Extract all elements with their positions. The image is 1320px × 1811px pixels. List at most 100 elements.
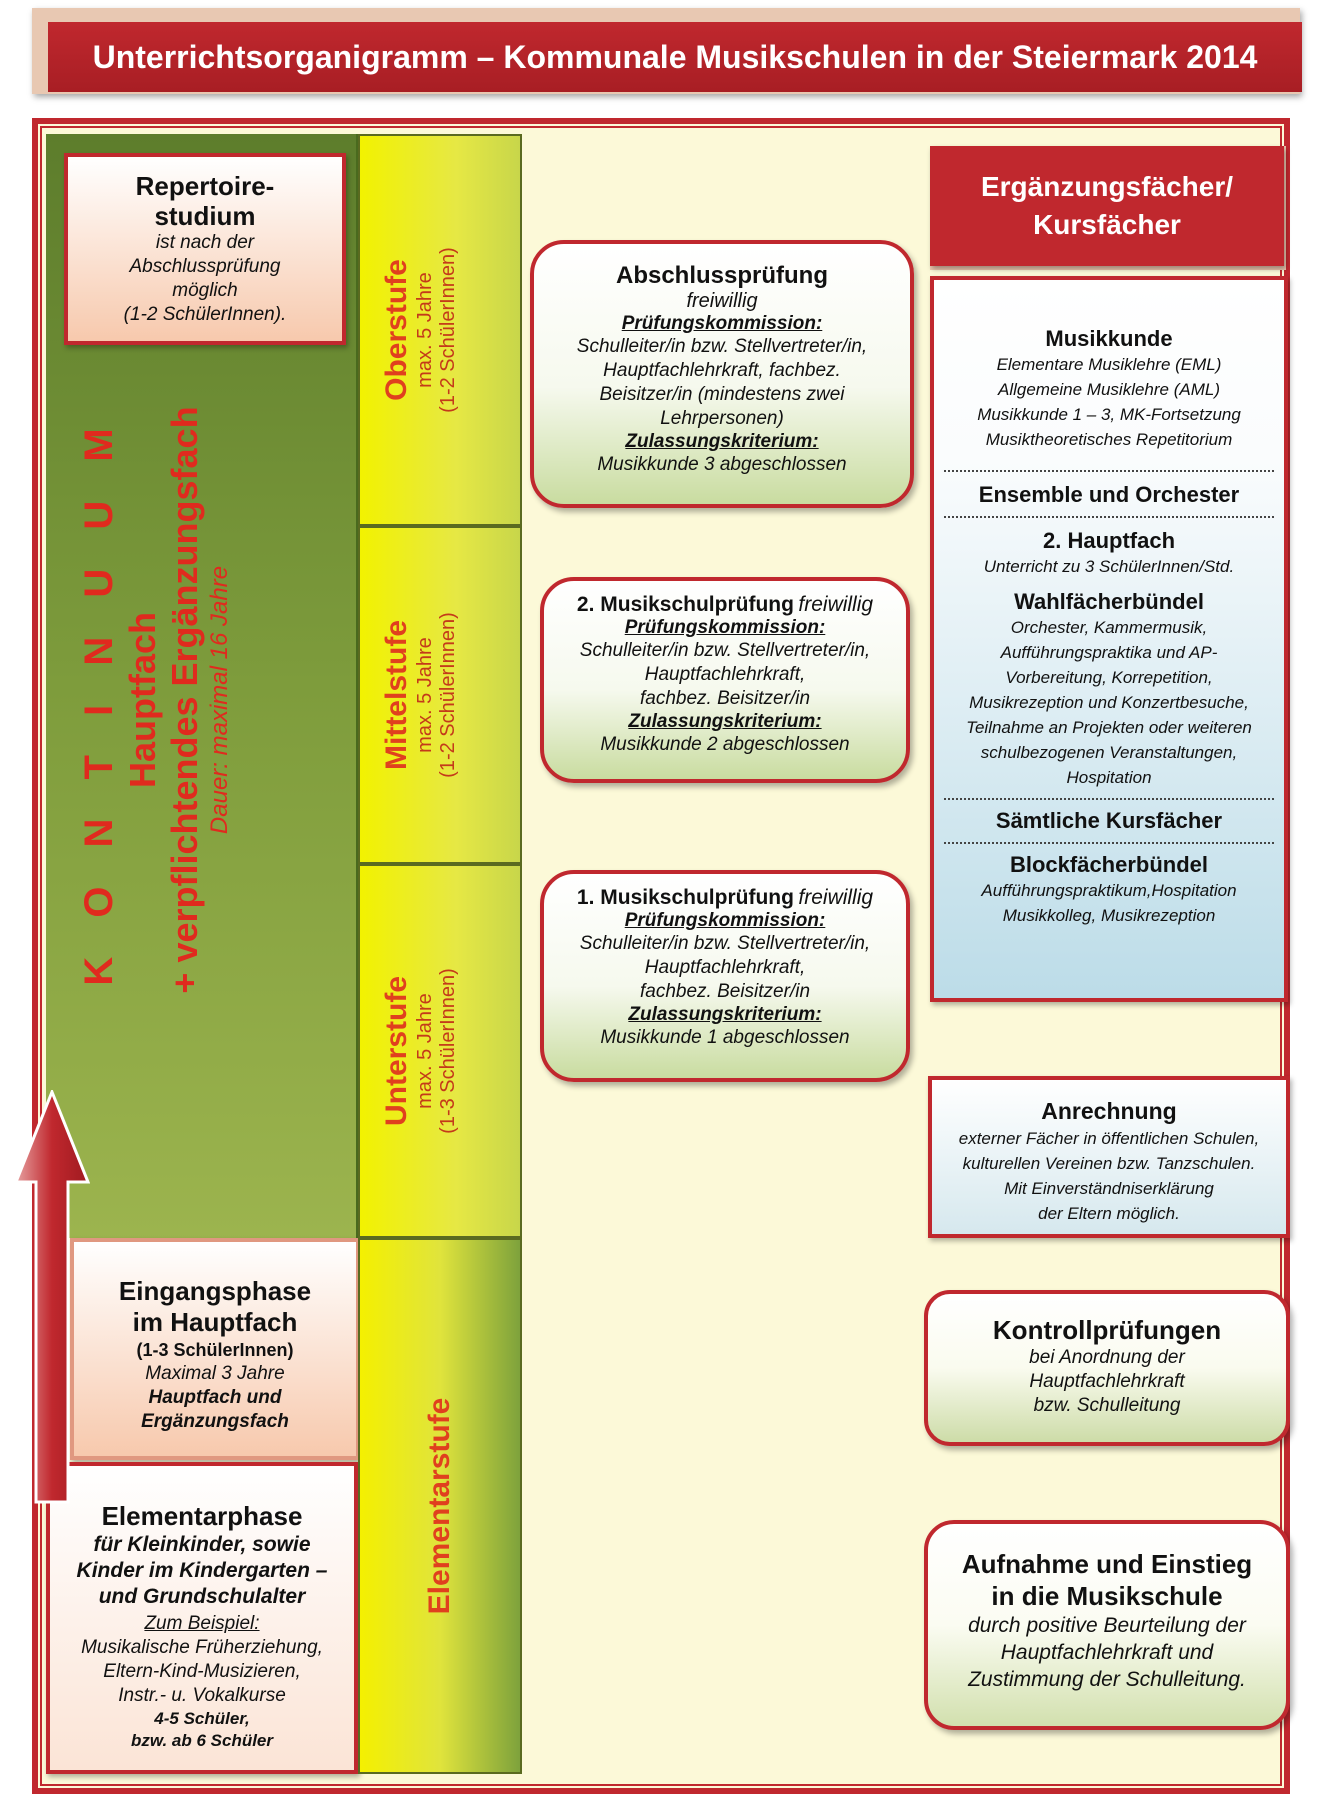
eingangsphase-box: Eingangsphase im Hauptfach (1-3 SchülerI… — [70, 1238, 360, 1460]
exam-commission: Lehrpersonen) — [660, 408, 784, 429]
elementarphase-size: 4-5 Schüler, — [154, 1709, 250, 1728]
anrechnung-text: kulturellen Vereinen bzw. Tanzschulen. — [962, 1154, 1256, 1173]
ergaenzung-musikkunde-item: Allgemeine Musiklehre (AML) — [997, 380, 1221, 399]
ergaenzung-header: Ergänzungsfächer/ Kursfächer — [930, 146, 1284, 266]
ergaenzung-wahl-item: Hospitation — [1066, 768, 1152, 787]
exam-commission: fachbez. Beisitzer/in — [639, 688, 811, 709]
anrechnung-box: Anrechnung externer Fächer in öffentlich… — [928, 1076, 1290, 1238]
progress-arrow-icon — [14, 1090, 90, 1504]
exam-commission: Schulleiter/in bzw. Stellvertreter/in, — [576, 336, 868, 357]
stufe-size: (1-2 SchülerInnen) — [437, 612, 459, 778]
ergaenzung-ensemble-title: Ensemble und Orchester — [978, 482, 1240, 507]
stufe-name: Mittelstufe — [380, 620, 413, 770]
stufe-duration: max. 5 Jahre — [414, 272, 436, 388]
kontrollpruefungen-text: bei Anordnung der — [1029, 1347, 1185, 1368]
elementarphase-title: Elementarphase — [101, 1501, 303, 1531]
ergaenzung-musikkunde-title: Musikkunde — [1045, 326, 1173, 351]
stufe-name: Oberstufe — [380, 259, 413, 401]
kontrollpruefungen-box: Kontrollprüfungen bei Anordnung der Haup… — [924, 1290, 1290, 1446]
stufe-size: (1-3 SchülerInnen) — [437, 968, 459, 1134]
aufnahme-text: Zustimmung der Schulleitung. — [968, 1668, 1246, 1691]
exam-criteria: Musikkunde 1 abgeschlossen — [600, 1027, 850, 1048]
elementarphase-size: bzw. ab 6 Schüler — [130, 1731, 274, 1750]
ergaenzung-wahl-item: Orchester, Kammermusik, — [1010, 618, 1208, 637]
exam-subtitle: freiwillig — [686, 290, 758, 312]
elementarphase-example: Musikalische Früherziehung, — [81, 1637, 323, 1658]
exam-commission: fachbez. Beisitzer/in — [639, 981, 811, 1002]
ergaenzung-wahl-title: Wahlfächerbündel — [1014, 589, 1204, 614]
ergaenzung-wahl-item: schulbezogenen Veranstaltungen, — [980, 743, 1238, 762]
exam-abschlusspruefung: Abschlussprüfung freiwillig Prüfungskomm… — [530, 240, 914, 508]
aufnahme-box: Aufnahme und Einstieg in die Musikschule… — [924, 1520, 1290, 1730]
elementarphase-target: Kinder im Kindergarten – — [76, 1559, 328, 1582]
exam-criteria: Musikkunde 2 abgeschlossen — [600, 734, 850, 755]
kontrollpruefungen-title: Kontrollprüfungen — [992, 1315, 1222, 1345]
exam-criteria: Musikkunde 3 abgeschlossen — [597, 454, 847, 475]
repertoire-text: (1-2 SchülerInnen). — [123, 304, 287, 325]
exam-erste-musikschulpruefung: 1. Musikschulprüfung freiwillig Prüfungs… — [540, 870, 910, 1082]
exam-commission: Schulleiter/in bzw. Stellvertreter/in, — [579, 933, 871, 954]
aufnahme-title-1: Aufnahme und Einstieg — [961, 1549, 1253, 1579]
exam-subtitle: freiwillig — [798, 886, 874, 909]
ergaenzung-list: Musikkunde Elementare Musiklehre (EML) A… — [930, 276, 1288, 1002]
ergaenzung-wahl-item: Musikrezeption und Konzertbesuche, — [969, 693, 1249, 712]
stufe-size: (1-2 SchülerInnen) — [437, 247, 459, 413]
exam-commission: Schulleiter/in bzw. Stellvertreter/in, — [579, 640, 871, 661]
stufe-unterstufe: Unterstufe max. 5 Jahre (1-3 SchülerInne… — [358, 864, 522, 1238]
elementarphase-box: Elementarphase für Kleinkinder, sowie Ki… — [46, 1462, 358, 1774]
ergaenzung-wahl-item: Vorbereitung, Korrepetition, — [1005, 668, 1213, 687]
eingangsphase-title-2: im Hauptfach — [132, 1307, 298, 1337]
stufe-duration: max. 5 Jahre — [414, 637, 436, 753]
repertoire-title-1: Repertoire- — [135, 171, 275, 201]
exam-criteria-heading: Zulassungskriterium: — [625, 431, 819, 452]
ergaenzung-separator — [944, 516, 1274, 518]
ergaenzung-separator — [944, 798, 1274, 800]
ergaenzung-hauptfach2-title: 2. Hauptfach — [1042, 528, 1176, 553]
eingangsphase-subjects: Hauptfach und — [148, 1387, 282, 1408]
continuum-duration: Dauer: maximal 16 Jahre — [206, 565, 233, 835]
stufe-name: Unterstufe — [380, 976, 413, 1127]
exam-criteria-heading: Zulassungskriterium: — [628, 1004, 822, 1025]
ergaenzung-block-item: Musikkolleg, Musikrezeption — [1002, 906, 1216, 925]
ergaenzung-separator — [944, 842, 1274, 844]
ergaenzung-separator — [944, 470, 1274, 472]
aufnahme-title-2: in die Musikschule — [991, 1581, 1223, 1611]
eingangsphase-count: (1-3 SchülerInnen) — [136, 1340, 294, 1360]
repertoire-text: möglich — [172, 280, 238, 301]
exam-commission-heading: Prüfungskommission: — [624, 617, 826, 638]
continuum-label: K O N T I N U U M Hauptfach + verpflicht… — [77, 250, 327, 1150]
eingangsphase-duration: Maximal 3 Jahre — [145, 1363, 285, 1384]
exam-title: Abschlussprüfung — [615, 262, 828, 289]
aufnahme-text: durch positive Beurteilung der — [968, 1614, 1246, 1637]
elementarphase-example: Instr.- u. Vokalkurse — [118, 1685, 286, 1706]
elementarphase-example-heading: Zum Beispiel: — [144, 1613, 260, 1634]
exam-commission: Hauptfachlehrkraft, — [644, 957, 806, 978]
exam-commission-heading: Prüfungskommission: — [624, 910, 826, 931]
anrechnung-text: Mit Einverständniserklärung — [1004, 1179, 1214, 1198]
ergaenzung-musikkunde-item: Musiktheoretisches Repetitorium — [985, 430, 1233, 449]
exam-title: 1. Musikschulprüfung — [576, 886, 794, 909]
ergaenzung-hauptfach2-text: Unterricht zu 3 SchülerInnen/Std. — [983, 557, 1235, 576]
elementarphase-target: für Kleinkinder, sowie — [93, 1533, 311, 1556]
elementarphase-example: Eltern-Kind-Musizieren, — [103, 1661, 301, 1682]
exam-commission: Hauptfachlehrkraft, fachbez. — [603, 360, 841, 381]
exam-criteria-heading: Zulassungskriterium: — [628, 711, 822, 732]
ergaenzung-musikkunde-item: Elementare Musiklehre (EML) — [996, 355, 1222, 374]
ergaenzung-block-item: Aufführungspraktikum,Hospitation — [981, 881, 1237, 900]
elementarphase-target: und Grundschulalter — [98, 1585, 306, 1608]
stufe-elementarstufe: Elementarstufe — [358, 1238, 522, 1774]
kontrollpruefungen-text: Hauptfachlehrkraft — [1029, 1371, 1185, 1392]
stufe-name: Elementarstufe — [423, 1397, 456, 1615]
ergaenzung-kurs-title: Sämtliche Kursfächer — [995, 808, 1223, 833]
exam-commission: Beisitzer/in (mindestens zwei — [599, 384, 845, 405]
repertoire-title-2: studium — [154, 201, 256, 231]
eingangsphase-title-1: Eingangsphase — [118, 1276, 312, 1306]
exam-title: 2. Musikschulprüfung — [576, 593, 794, 616]
exam-commission-heading: Prüfungskommission: — [621, 313, 823, 334]
ergaenzung-wahl-item: Aufführungspraktika und AP- — [1000, 643, 1218, 662]
ergaenzung-header-line: Kursfächer — [1033, 209, 1181, 240]
stufe-oberstufe: Oberstufe max. 5 Jahre (1-2 SchülerInnen… — [358, 134, 522, 526]
kontrollpruefungen-text: bzw. Schulleitung — [1033, 1395, 1181, 1416]
ergaenzung-wahl-item: Teilnahme an Projekten oder weiteren — [966, 718, 1252, 737]
repertoire-box: Repertoire- studium ist nach der Abschlu… — [64, 153, 346, 345]
